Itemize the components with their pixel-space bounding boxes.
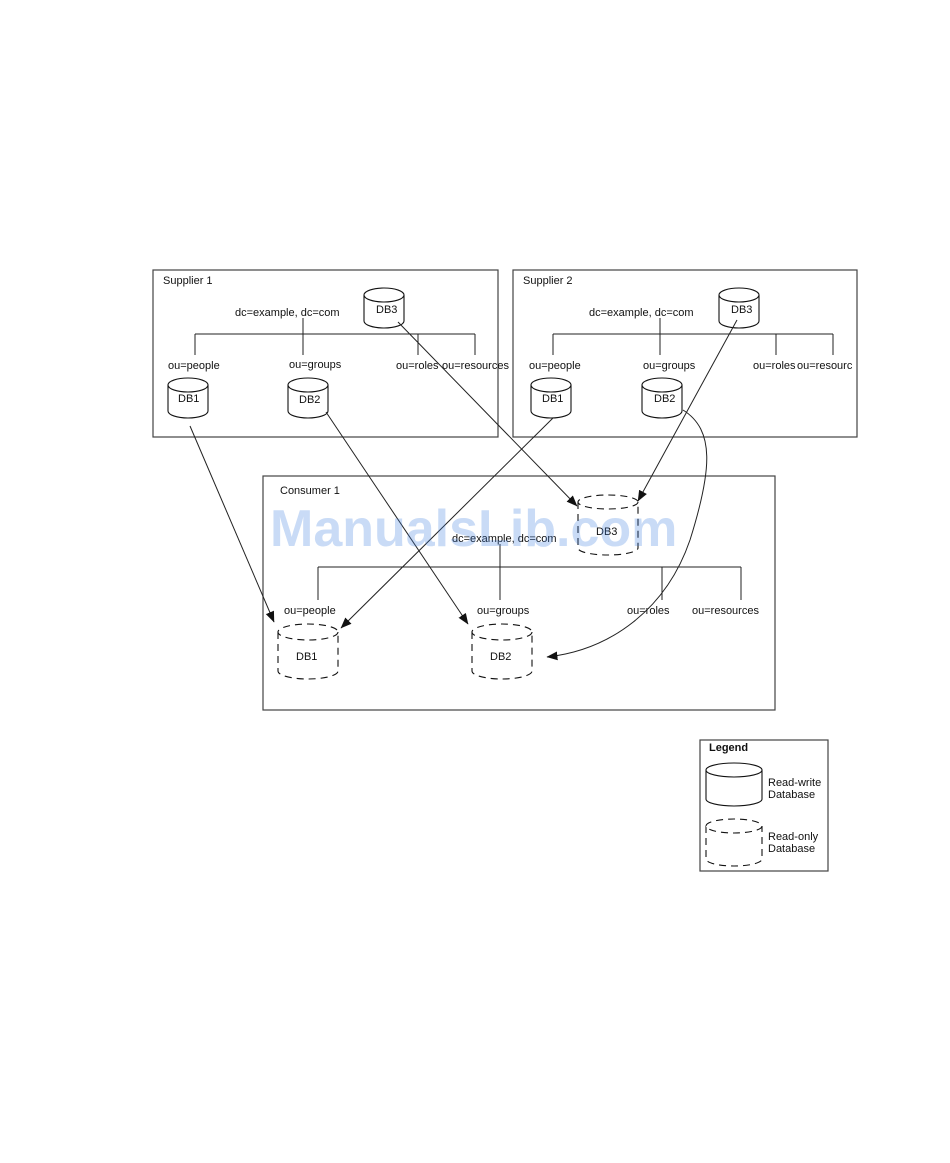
supplier-1-db2-label: DB2 bbox=[299, 394, 320, 406]
supplier-1-db1-label: DB1 bbox=[178, 393, 199, 405]
supplier-1-title: Supplier 1 bbox=[163, 275, 213, 287]
supplier-2-branch-groups: ou=groups bbox=[643, 360, 696, 372]
legend: Legend Read-write Database Read-only Dat… bbox=[699, 739, 829, 872]
supplier-2-db1-cylinder: DB1 bbox=[530, 377, 572, 419]
consumer-1-title: Consumer 1 bbox=[280, 485, 340, 497]
supplier-2-branch-people: ou=people bbox=[529, 360, 581, 372]
arrow-s2-db1-to-c1-db1 bbox=[340, 417, 554, 629]
supplier-2-branch-resources: ou=resourc bbox=[797, 360, 853, 372]
legend-title: Legend bbox=[709, 742, 748, 754]
consumer-1-root-label: dc=example, dc=com bbox=[452, 533, 557, 545]
consumer-1-branch-resources: ou=resources bbox=[692, 605, 759, 617]
arrow-s1-db3-to-c1-db3 bbox=[397, 321, 578, 507]
consumer-1-db2-cylinder: DB2 bbox=[471, 623, 533, 680]
supplier-2-db1-label: DB1 bbox=[542, 393, 563, 405]
legend-read-only-cylinder bbox=[705, 818, 763, 867]
supplier-1-branch-groups: ou=groups bbox=[289, 359, 342, 371]
consumer-1-db3-cylinder: DB3 bbox=[577, 494, 639, 556]
legend-read-write-cylinder bbox=[705, 762, 763, 807]
supplier-2-db3-cylinder: DB3 bbox=[718, 287, 760, 329]
arrow-s2-db2-to-c1-db2 bbox=[546, 409, 708, 661]
supplier-2-title: Supplier 2 bbox=[523, 275, 573, 287]
consumer-1-branch-groups: ou=groups bbox=[477, 605, 530, 617]
consumer-1-db1-label: DB1 bbox=[296, 651, 317, 663]
supplier-2-db2-label: DB2 bbox=[654, 393, 675, 405]
replication-arrows bbox=[189, 319, 738, 661]
supplier-1-db3-label: DB3 bbox=[376, 304, 397, 316]
legend-read-write-line1: Read-write bbox=[768, 777, 821, 789]
supplier-2-db2-cylinder: DB2 bbox=[641, 377, 683, 419]
consumer-1-db1-cylinder: DB1 bbox=[277, 623, 339, 680]
supplier-1-branch-resources: ou=resources bbox=[442, 360, 509, 372]
supplier-2-db3-label: DB3 bbox=[731, 304, 752, 316]
arrow-s1-db1-to-c1-db1 bbox=[189, 425, 275, 623]
legend-read-only-line2: Database bbox=[768, 843, 815, 855]
legend-read-only-line1: Read-only bbox=[768, 831, 819, 843]
consumer-1-box: Consumer 1 dc=example, dc=com DB3 ou=peo… bbox=[262, 475, 776, 711]
supplier-2-tree bbox=[552, 318, 834, 355]
consumer-1-branch-roles: ou=roles bbox=[627, 605, 670, 617]
consumer-1-branch-people: ou=people bbox=[284, 605, 336, 617]
supplier-2-box: Supplier 2 dc=example, dc=com DB3 ou=peo… bbox=[512, 269, 858, 438]
consumer-1-db2-label: DB2 bbox=[490, 651, 511, 663]
supplier-1-db2-cylinder: DB2 bbox=[287, 377, 329, 419]
supplier-1-db1-cylinder: DB1 bbox=[167, 377, 209, 419]
watermark: ManualsLib.com bbox=[270, 500, 677, 558]
supplier-1-branch-roles: ou=roles bbox=[396, 360, 439, 372]
supplier-1-box: Supplier 1 dc=example, dc=com DB3 ou=peo… bbox=[152, 269, 509, 438]
consumer-1-db3-label: DB3 bbox=[596, 526, 617, 538]
arrow-s2-db3-to-c1-db3 bbox=[637, 319, 738, 502]
consumer-1-tree bbox=[317, 544, 742, 600]
supplier-2-root-label: dc=example, dc=com bbox=[589, 307, 694, 319]
arrow-s1-db2-to-c1-db2 bbox=[325, 411, 469, 625]
legend-read-write-line2: Database bbox=[768, 789, 815, 801]
supplier-2-branch-roles: ou=roles bbox=[753, 360, 796, 372]
supplier-1-db3-cylinder: DB3 bbox=[363, 287, 405, 329]
supplier-1-tree bbox=[194, 318, 476, 355]
supplier-1-branch-people: ou=people bbox=[168, 360, 220, 372]
supplier-1-root-label: dc=example, dc=com bbox=[235, 307, 340, 319]
